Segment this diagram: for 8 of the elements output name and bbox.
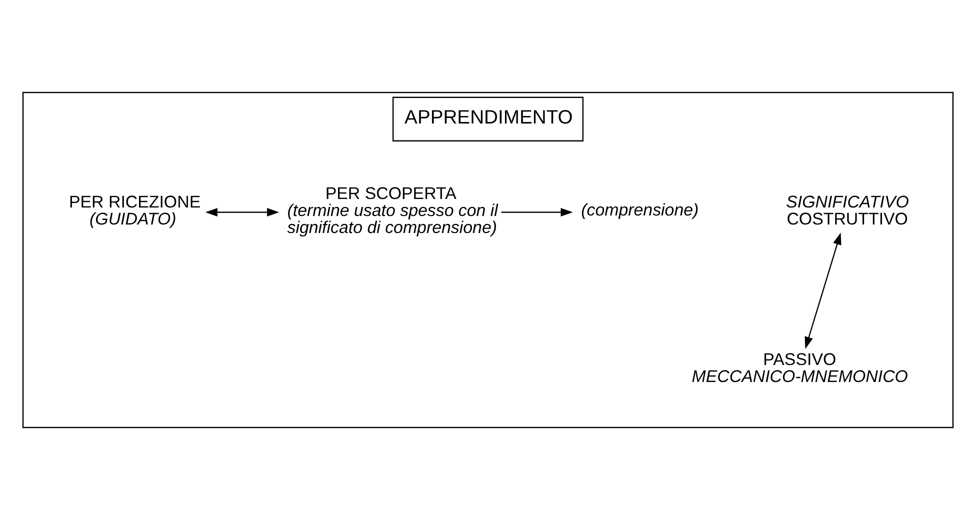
- node-text: PER RICEZIONE (GUIDATO): [68, 192, 201, 228]
- arrow: [804, 232, 842, 348]
- arrow: [501, 208, 573, 216]
- node-text: PASSIVO MECCANICO-MNEMONICO: [692, 349, 908, 386]
- arrow: [205, 208, 280, 216]
- node-text: SIGNIFICATIVO COSTRUTTIVO: [786, 192, 909, 228]
- node-text: PER SCOPERTA (termine usato spesso con il significato di comprensione): [287, 184, 498, 237]
- node-text: (comprensione): [581, 200, 699, 219]
